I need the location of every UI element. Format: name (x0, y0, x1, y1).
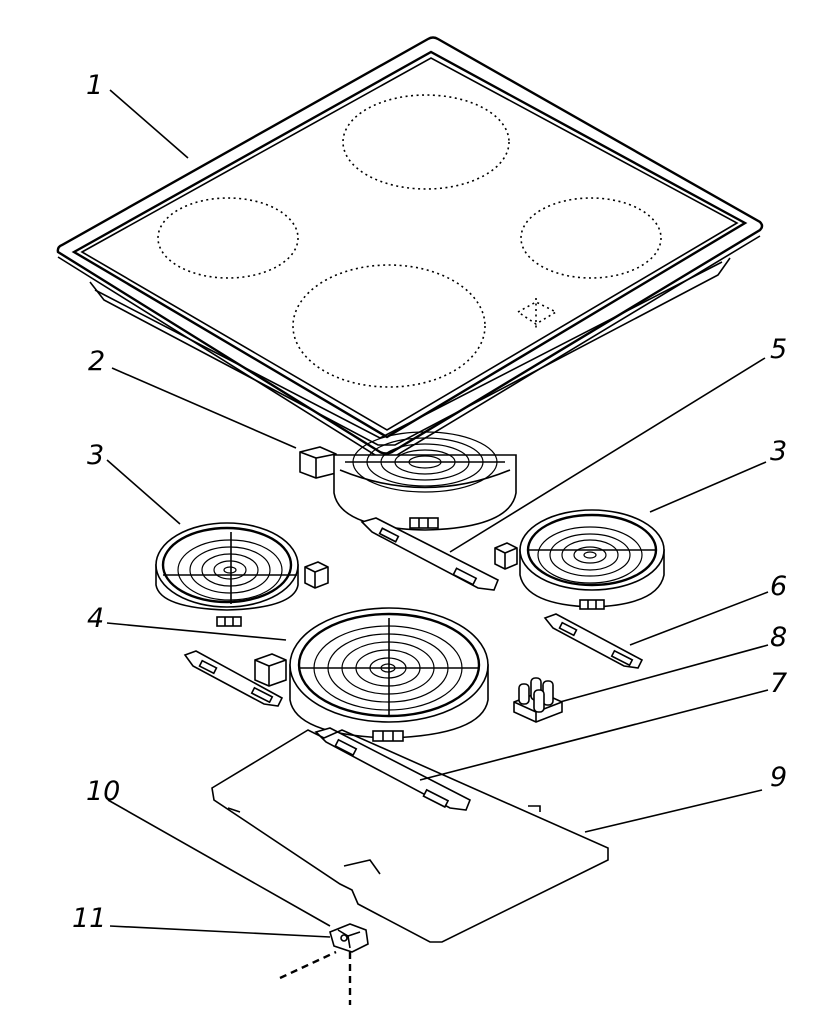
callout-3-left: 3 (87, 440, 104, 471)
heating-element-front-large (254, 607, 489, 742)
callout-10: 10 (86, 776, 120, 807)
callout-1: 1 (86, 70, 103, 101)
callout-8: 8 (770, 622, 787, 653)
callout-labels: 1 2 3 3 4 5 6 7 8 9 10 11 (72, 70, 787, 934)
leader-lines (106, 89, 769, 938)
mounting-bracket-left (183, 650, 284, 707)
heating-element-left (155, 522, 329, 627)
terminal-block (513, 677, 563, 723)
mounting-bracket-rear (360, 517, 500, 591)
callout-6: 6 (770, 571, 787, 602)
heating-element-rear (333, 431, 517, 531)
mounting-bracket-front (314, 727, 472, 811)
callout-9: 9 (770, 762, 787, 793)
heating-element-right (494, 509, 665, 610)
clamp-screw (279, 950, 352, 1005)
callout-2: 2 (88, 346, 105, 377)
bottom-cover-plate (211, 729, 609, 943)
cable-clamp (329, 923, 369, 953)
callout-3-right: 3 (770, 436, 787, 467)
hob-glass-top (56, 36, 764, 461)
callout-5: 5 (770, 334, 787, 365)
overheat-limiter (299, 446, 337, 479)
mounting-bracket-right (543, 613, 644, 669)
callout-7: 7 (770, 668, 787, 699)
callout-11: 11 (72, 903, 106, 934)
callout-4: 4 (87, 603, 104, 634)
